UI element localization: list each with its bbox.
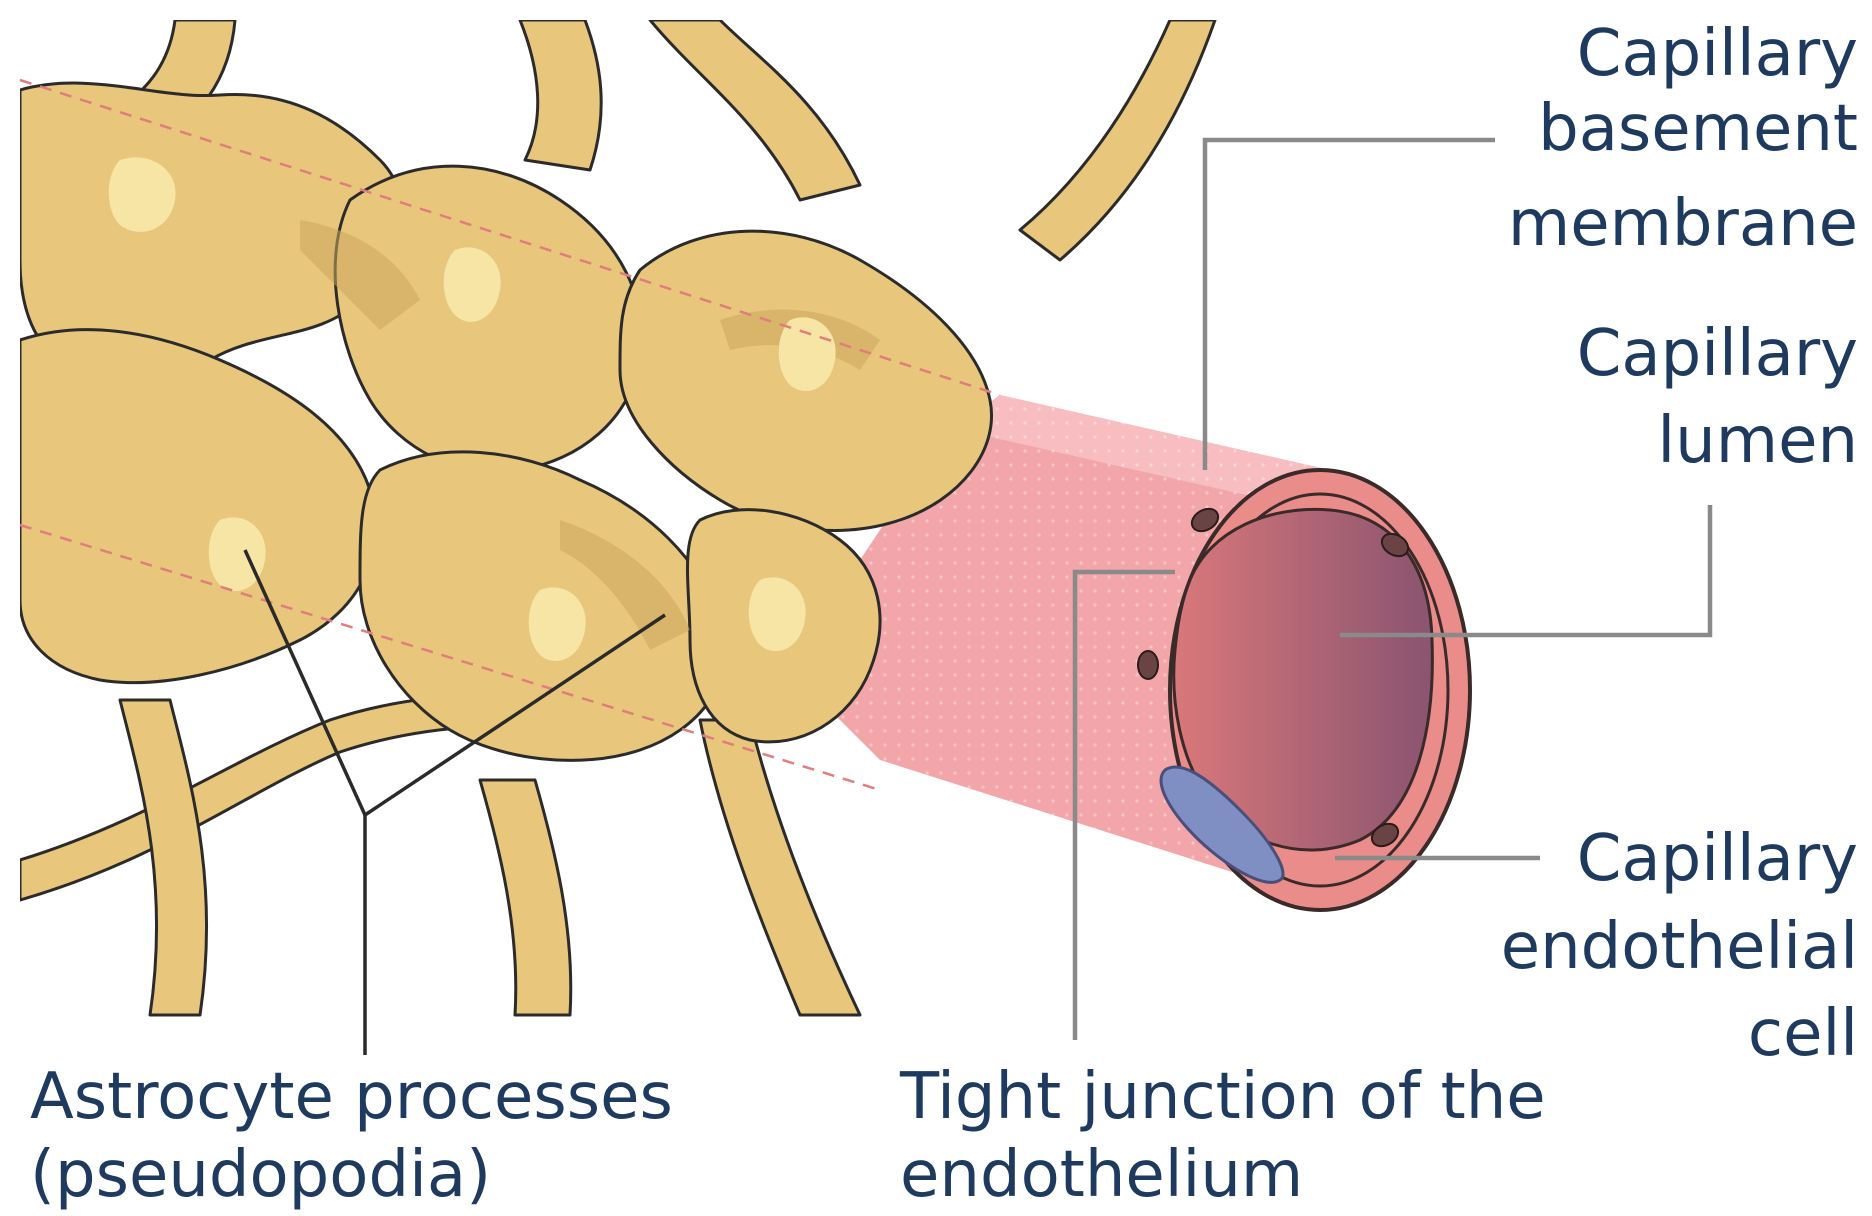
- label-basement-membrane: Capillary basement membrane: [1508, 17, 1858, 261]
- astrocyte-process-top-mid: [520, 20, 601, 170]
- svg-text:Tight junction of the: Tight junction of the: [899, 1060, 1546, 1134]
- astrocyte-body-lower-left: [20, 330, 376, 683]
- svg-text:basement: basement: [1538, 92, 1858, 166]
- svg-text:Capillary: Capillary: [1577, 17, 1858, 91]
- svg-text:lumen: lumen: [1657, 404, 1858, 478]
- svg-text:Astrocyte processes: Astrocyte processes: [30, 1060, 673, 1134]
- astrocyte-process-bottom-mid: [480, 780, 571, 1015]
- astrocyte-process-bottom-right: [700, 720, 860, 1015]
- label-tight-junction: Tight junction of the endothelium: [899, 1060, 1546, 1212]
- svg-text:cell: cell: [1748, 997, 1858, 1071]
- label-astrocyte-processes: Astrocyte processes (pseudopodia): [30, 1060, 673, 1212]
- astrocyte-process-top-right: [650, 20, 860, 200]
- tight-junction: [1138, 651, 1158, 679]
- svg-text:endothelium: endothelium: [900, 1138, 1303, 1212]
- svg-text:Capillary: Capillary: [1577, 317, 1858, 391]
- leader-basement-membrane: [1205, 140, 1495, 470]
- label-endothelial-cell: Capillary endothelial cell: [1501, 822, 1858, 1071]
- astrocyte-process-far-right: [1020, 20, 1215, 260]
- svg-text:Capillary: Capillary: [1577, 822, 1858, 896]
- svg-text:membrane: membrane: [1508, 187, 1858, 261]
- label-lumen: Capillary lumen: [1577, 317, 1858, 478]
- svg-text:endothelial: endothelial: [1501, 910, 1858, 984]
- svg-text:(pseudopodia): (pseudopodia): [30, 1138, 491, 1212]
